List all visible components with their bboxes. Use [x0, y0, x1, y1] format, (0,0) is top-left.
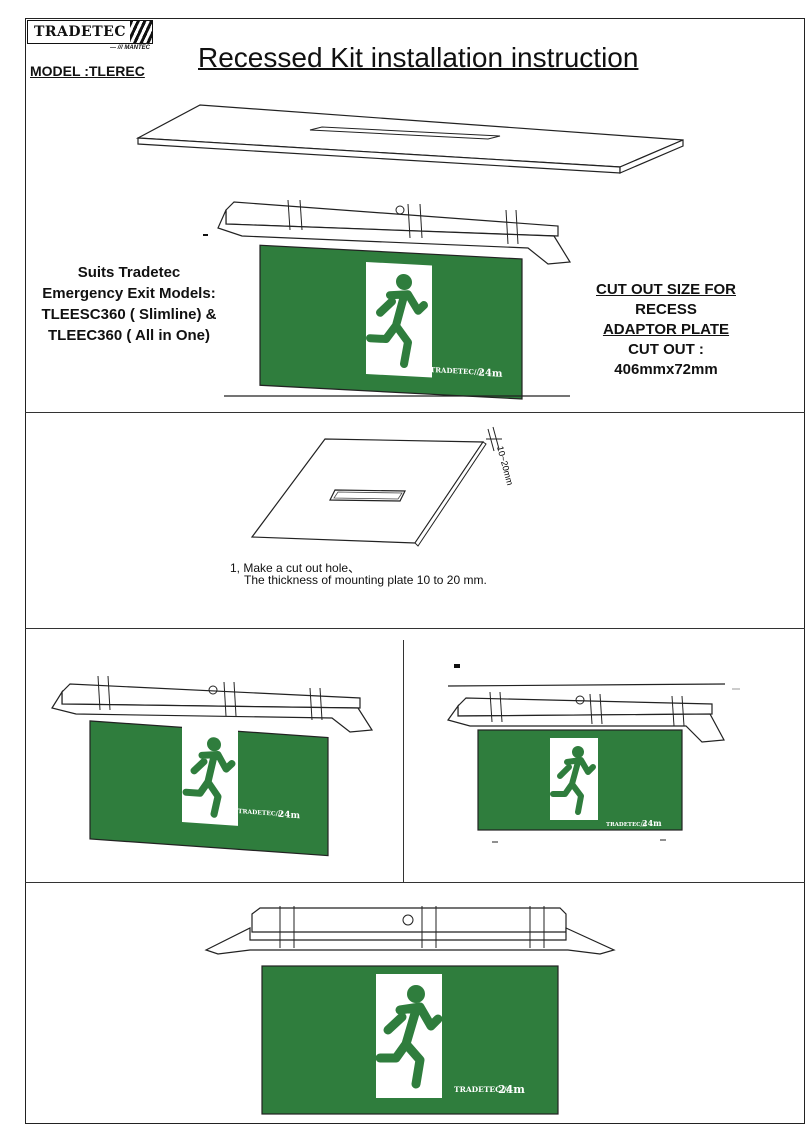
- suits-line: Suits Tradetec: [77, 264, 181, 281]
- cutout-line: RECESS: [635, 301, 697, 318]
- running-man-icon: [366, 262, 432, 378]
- page-title: Recessed Kit installation instruction: [198, 42, 639, 73]
- exit-sign-installed: TRADETEC/// 24m: [204, 906, 616, 1115]
- cutout-line: ADAPTOR PLATE: [602, 321, 730, 338]
- step-1-text: 1, Make a cut out hole、 The thickness of…: [230, 562, 487, 586]
- model-label: MODEL :TLEREC: [30, 63, 145, 79]
- sign-distance: 24m: [498, 1083, 525, 1096]
- running-man-icon: [182, 726, 238, 826]
- logo-hatch: [129, 21, 152, 43]
- cutout-line: CUT OUT :: [628, 341, 704, 358]
- thickness-dimension: 10~20mm: [495, 445, 515, 486]
- divider: [25, 882, 805, 883]
- ceiling-plate-illustration: [135, 104, 684, 174]
- sign-brand: TRADETEC///: [606, 822, 648, 828]
- brand-logo: TRADETEC: [27, 20, 153, 44]
- sign-distance: 24m: [478, 368, 503, 380]
- logo-word: TRADETEC: [34, 24, 126, 40]
- step-line: 1, Make a cut out hole、: [230, 561, 361, 575]
- sign-brand: TRADETEC///: [238, 808, 283, 818]
- suits-models-text: Suits Tradetec Emergency Exit Models: TL…: [24, 262, 234, 346]
- cutout-size-text: CUT OUT SIZE FOR RECESS ADAPTOR PLATE CU…: [580, 280, 752, 380]
- suits-line: TLEEC360 ( All in One): [48, 327, 210, 344]
- page-frame: [25, 18, 805, 1124]
- step-line: The thickness of mounting plate 10 to 20…: [244, 573, 487, 587]
- sign-distance: 24m: [278, 810, 300, 822]
- running-man-icon: [375, 974, 443, 1098]
- sign-brand: TRADETEC///: [430, 365, 482, 377]
- exit-sign-tilted: TRADETEC/// 24m: [51, 675, 374, 857]
- sign-brand: TRADETEC///: [454, 1085, 510, 1094]
- divider: [403, 640, 404, 882]
- suits-line: TLEESC360 ( Slimline) &: [41, 306, 217, 323]
- exit-sign-hero: TRADETEC/// 24m: [203, 199, 572, 400]
- divider: [25, 628, 805, 629]
- mounting-plate-illustration: 10~20mm: [250, 426, 515, 547]
- suits-line: Emergency Exit Models:: [42, 285, 216, 302]
- exit-sign-ceiling: TRADETEC/// 24m: [447, 664, 740, 843]
- divider: [25, 412, 805, 413]
- sign-distance: 24m: [642, 818, 662, 828]
- cutout-line: CUT OUT SIZE FOR: [596, 281, 736, 298]
- running-man-icon: [550, 738, 598, 820]
- cutout-line: 406mmx72mm: [614, 361, 718, 378]
- logo-subtext: — /// MANTEC: [110, 45, 150, 51]
